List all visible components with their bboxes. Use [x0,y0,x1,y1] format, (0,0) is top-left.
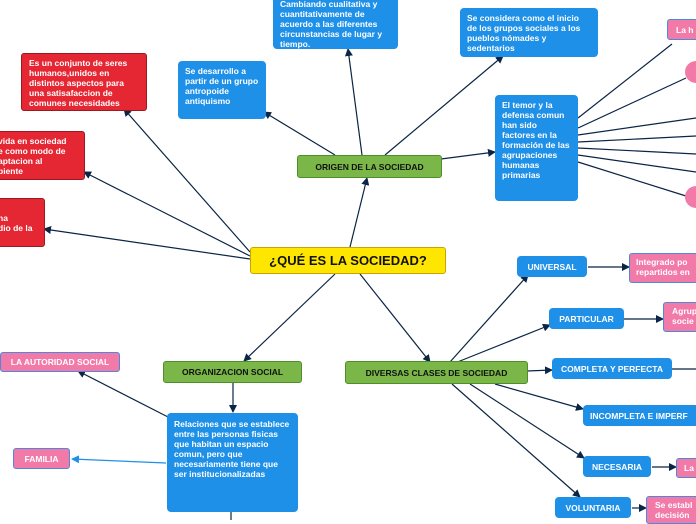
node-grupos-sociales[interactable]: Se considera como el inicio de los grupo… [460,8,598,57]
node-agrupacion[interactable]: Agrup socie [663,302,696,332]
branch-origen[interactable]: ORIGEN DE LA SOCIEDAD [297,155,442,178]
collapsed-node-circle[interactable] [685,186,696,208]
node-voluntaria[interactable]: VOLUNTARIA [555,497,631,518]
node-incompleta[interactable]: INCOMPLETA E IMPERF [583,405,696,426]
node-voluntaria-detail[interactable]: Se establ decisión [646,496,696,524]
node-conjunto[interactable]: Es un conjunto de seres humanos,unidos e… [21,53,147,111]
central-topic[interactable]: ¿QUÉ ES LA SOCIEDAD? [250,247,446,274]
node-partial-definition[interactable]: na dio de la [0,198,45,247]
node-cuantitativo[interactable]: Cambiando cualitativa y cuantitativament… [273,0,398,49]
node-antropoide[interactable]: Se desarrollo a partir de un grupo antro… [178,61,266,119]
node-autoridad-social[interactable]: LA AUTORIDAD SOCIAL [0,352,120,372]
branch-organizacion[interactable]: ORGANIZACION SOCIAL [163,361,302,383]
node-particular[interactable]: PARTICULAR [549,308,624,329]
node-temor[interactable]: El temor y la defensa comun han sido fac… [495,95,578,201]
node-universal[interactable]: UNIVERSAL [517,256,587,277]
node-necesaria[interactable]: NECESARIA [583,456,651,477]
node-familia[interactable]: FAMILIA [13,448,70,469]
node-top-right[interactable]: La h [667,19,696,40]
node-completa-perfecta[interactable]: COMPLETA Y PERFECTA [552,358,672,379]
branch-clases[interactable]: DIVERSAS CLASES DE SOCIEDAD [345,361,528,384]
collapsed-node-circle[interactable] [685,61,696,83]
node-necesaria-detail[interactable]: La [676,458,696,478]
node-integrado[interactable]: Integrado po repartidos en [629,253,696,283]
node-vida-sociedad[interactable]: vida en sociedad e como modo de aptacion… [0,131,85,180]
node-relaciones[interactable]: Relaciones que se establece entre las pe… [167,413,298,512]
